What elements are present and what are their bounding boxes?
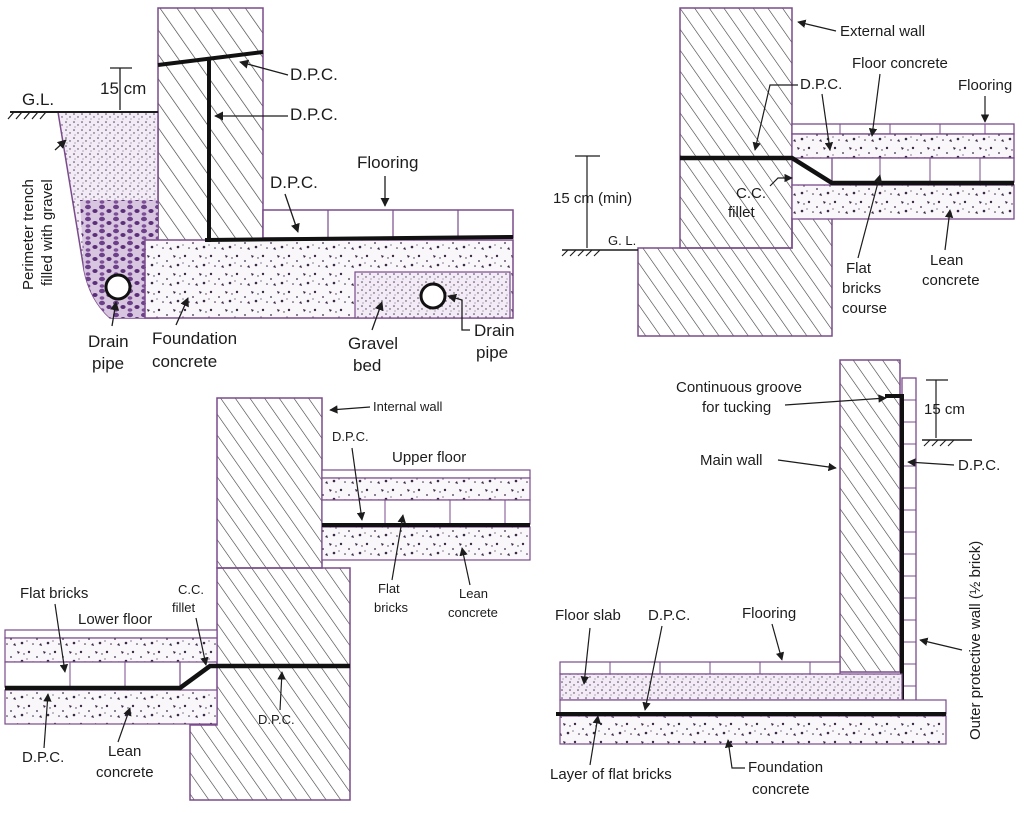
p2-dpc-label: D.P.C. xyxy=(800,76,842,93)
p2-wall-upper xyxy=(679,7,793,249)
p1-gravel-label-2: bed xyxy=(353,356,381,375)
p3-upper-floor-concrete xyxy=(321,477,531,501)
p2-dim-label: 15 cm (min) xyxy=(553,190,632,207)
p1-flooring-joints xyxy=(327,210,459,238)
p2-cc-label-1: C.C. xyxy=(736,185,766,202)
p3-upper-lean-concrete xyxy=(321,526,531,561)
p4-main-wall xyxy=(839,359,901,673)
p1-trench-label-2: filled with gravel xyxy=(39,179,56,286)
p1-gravel-label-1: Gravel xyxy=(348,334,398,353)
p2-lean-label-2: concrete xyxy=(922,272,980,289)
panel-external-wall: External wall Floor concrete D.P.C. Floo… xyxy=(553,7,1015,337)
p4-floor-slab-label: Floor slab xyxy=(555,607,621,624)
p3-lower-lean-concrete xyxy=(4,689,218,725)
p3-upper-flat-bricks xyxy=(321,499,531,525)
p3-flat-label-2: bricks xyxy=(374,600,408,615)
p3-lean-right-label-1: Lean xyxy=(459,586,488,601)
p2-lean-concrete xyxy=(791,184,1015,220)
p4-groove-label-1: Continuous groove xyxy=(676,379,802,396)
p1-drain-pipe-right xyxy=(419,282,447,310)
p4-floor-slab xyxy=(559,673,903,701)
p2-lean-label-1: Lean xyxy=(930,252,963,269)
p1-trench-label-1: Perimeter trench xyxy=(20,179,37,290)
p3-lower-flat-bricks xyxy=(4,661,181,688)
p3-lower-floor-label: Lower floor xyxy=(78,611,152,628)
p2-flat-label-1: Flat xyxy=(846,260,872,277)
p2-flat-label-2: bricks xyxy=(842,280,881,297)
p4-outer-wall-label: Outer protective wall (½ brick) xyxy=(967,541,984,740)
p1-dim-label: 15 cm xyxy=(100,79,146,98)
p1-drain-left-label-2: pipe xyxy=(92,354,124,373)
p2-external-wall-label: External wall xyxy=(840,23,925,40)
p4-dpc-label: D.P.C. xyxy=(648,607,690,624)
p3-dpc-mid-label: D.P.C. xyxy=(258,712,295,727)
p3-wall-lower xyxy=(189,567,351,801)
p4-groove-label-2: for tucking xyxy=(702,399,771,416)
p2-flat-bricks xyxy=(831,157,1015,183)
p3-lean-right-label-2: concrete xyxy=(448,605,498,620)
p2-floor-concrete-label: Floor concrete xyxy=(852,55,948,72)
p4-flooring xyxy=(559,661,841,675)
p4-main-wall-label: Main wall xyxy=(700,452,763,469)
p1-gl-label: G.L. xyxy=(22,90,54,109)
p1-dpc-floor-label: D.P.C. xyxy=(270,173,318,192)
p1-drain-right-label-2: pipe xyxy=(476,343,508,362)
panel-internal-wall: Internal wall D.P.C. Upper floor Flat br… xyxy=(4,397,531,801)
p3-dpc-upper-label: D.P.C. xyxy=(332,429,369,444)
p1-foundation-label-1: Foundation xyxy=(152,329,237,348)
p2-floor-concrete xyxy=(791,133,1015,159)
p4-flooring-label: Flooring xyxy=(742,605,796,622)
p3-cc-label-1: C.C. xyxy=(178,582,204,597)
p2-flat-label-3: course xyxy=(842,300,887,317)
p4-layer-label: Layer of flat bricks xyxy=(550,766,672,783)
p3-flat-label-1: Flat xyxy=(378,581,400,596)
p1-flooring-label: Flooring xyxy=(357,153,418,172)
p1-ground-ticks xyxy=(7,111,47,120)
p1-flooring xyxy=(262,209,514,239)
p3-flat-bricks-left-label: Flat bricks xyxy=(20,585,88,602)
p4-foundation-label-1: Foundation xyxy=(748,759,823,776)
p1-drain-right-label-1: Drain xyxy=(474,321,515,340)
p4-dim-label: 15 cm xyxy=(924,401,965,418)
p2-flooring-label: Flooring xyxy=(958,77,1012,94)
p3-lean-left-label-2: concrete xyxy=(96,764,154,781)
p1-drain-pipe-left xyxy=(104,273,132,301)
p1-foundation-label-2: concrete xyxy=(152,352,217,371)
p3-upper-floor-label: Upper floor xyxy=(392,449,466,466)
p1-trench-gravel-lower xyxy=(80,200,158,318)
p1-dpc-floor xyxy=(204,235,514,242)
p4-foundation-label-2: concrete xyxy=(752,781,810,798)
p3-wall-upper xyxy=(216,397,323,569)
p3-cc-label-2: fillet xyxy=(172,600,196,615)
p2-cc-label-2: fillet xyxy=(728,204,756,221)
p3-lean-left-label-1: Lean xyxy=(108,743,141,760)
panel-basement-wall: Continuous groove for tucking 15 cm Main… xyxy=(550,359,1000,798)
p4-foundation-concrete xyxy=(559,715,947,745)
p4-flat-bricks xyxy=(559,699,947,715)
panel-basement-trench: 15 cm G.L. D.P.C. D.P.C. D.P.C. Flooring… xyxy=(7,7,515,375)
p4-dpc-vertical-label: D.P.C. xyxy=(958,457,1000,474)
p3-internal-wall-label: Internal wall xyxy=(373,399,442,414)
p1-drain-left-label-1: Drain xyxy=(88,332,129,351)
p3-dpc-lower xyxy=(5,663,350,691)
p3-dpc-left-label: D.P.C. xyxy=(22,749,64,766)
p3-lower-floor-concrete xyxy=(4,637,218,663)
p2-dpc xyxy=(680,155,1014,186)
p1-dpc-top xyxy=(157,50,264,67)
p2-flooring xyxy=(791,123,1015,135)
p1-dpc-vertical-label: D.P.C. xyxy=(290,105,338,124)
p1-dpc-top-label: D.P.C. xyxy=(290,65,338,84)
p2-gl-label: G. L. xyxy=(608,233,636,248)
